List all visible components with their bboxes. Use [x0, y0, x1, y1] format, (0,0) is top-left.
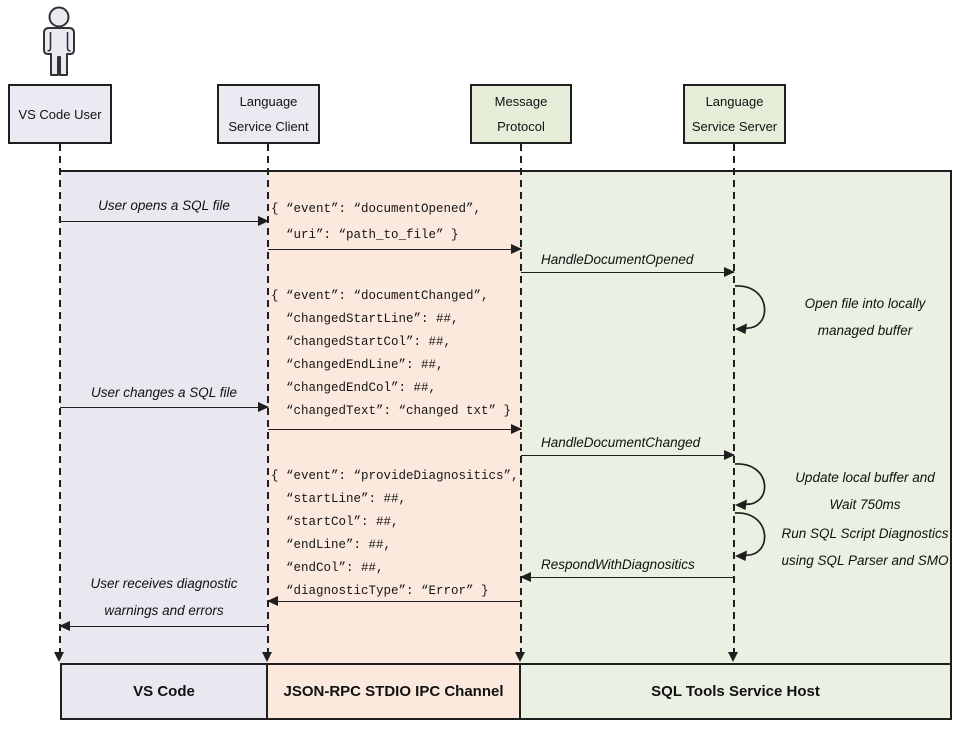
lane-ipc-channel	[268, 172, 521, 663]
lifeline-message-protocol	[520, 144, 522, 653]
footer-label: JSON-RPC STDIO IPC Channel	[283, 683, 504, 700]
message-arrow-respond-with-diagnostics	[520, 572, 734, 583]
arrowhead-right-icon	[511, 244, 522, 255]
note-update-buffer-wait: Update local buffer and Wait 750ms	[795, 470, 935, 512]
message-label-handle-document-opened: HandleDocumentOpened	[541, 252, 694, 267]
lane-service-host	[521, 172, 950, 663]
lifeline-language-service-server	[733, 144, 735, 653]
actor-label: Language Service Client	[228, 94, 309, 134]
arrowhead-right-icon	[724, 267, 735, 278]
lifeline-end-arrow-icon	[54, 652, 64, 662]
message-arrow-user-changes	[60, 402, 269, 413]
arrowhead-right-icon	[724, 450, 735, 461]
footer-label: VS Code	[133, 683, 195, 700]
arrowhead-right-icon	[511, 424, 522, 435]
message-arrow-handle-document-changed	[521, 450, 735, 461]
lifeline-end-arrow-icon	[262, 652, 272, 662]
footer-box-ipc-channel: JSON-RPC STDIO IPC Channel	[268, 663, 521, 720]
actor-box-message-protocol: Message Protocol	[470, 84, 572, 144]
message-arrow-user-opens	[60, 216, 269, 227]
lane-vscode	[60, 172, 268, 663]
actor-box-vscode-user: VS Code User	[8, 84, 112, 144]
actor-label: Message Protocol	[494, 94, 548, 134]
arrowhead-left-icon	[520, 572, 531, 583]
arrowhead-left-icon	[267, 596, 278, 607]
message-arrow-client-to-protocol	[268, 244, 522, 255]
footer-label: SQL Tools Service Host	[651, 683, 820, 700]
note-run-sql-diagnostics: Run SQL Script Diagnostics using SQL Par…	[781, 526, 949, 568]
person-icon	[43, 6, 75, 76]
self-loop-arrow-icon	[734, 463, 766, 510]
actor-label: VS Code User	[18, 106, 102, 122]
swimlane-container	[60, 170, 952, 663]
actor-label: Language Service Server	[691, 94, 778, 134]
message-arrow-handle-document-opened	[521, 267, 735, 278]
arrowhead-left-icon	[59, 621, 70, 632]
message-label-user-changes-sql-file: User changes a SQL file	[90, 385, 238, 400]
self-loop-arrow-icon	[734, 285, 766, 334]
message-label-user-receives-diagnostics: User receives diagnostic warnings and er…	[90, 576, 238, 618]
arrowhead-right-icon	[258, 402, 269, 413]
lifeline-vscode-user	[59, 144, 61, 653]
arrowhead-right-icon	[258, 216, 269, 227]
footer-box-service-host: SQL Tools Service Host	[521, 663, 952, 720]
message-label-handle-document-changed: HandleDocumentChanged	[541, 435, 701, 450]
actor-box-language-service-server: Language Service Server	[683, 84, 786, 144]
footer-box-vscode: VS Code	[60, 663, 268, 720]
lifeline-end-arrow-icon	[728, 652, 738, 662]
message-arrow-protocol-to-client	[267, 596, 521, 607]
note-open-file-buffer: Open file into locally managed buffer	[804, 296, 926, 338]
self-loop-arrow-icon	[734, 512, 766, 561]
json-payload-document-changed: { “event”: “documentChanged”, “changedSt…	[271, 289, 512, 418]
json-payload-provide-diagnostics: { “event”: “provideDiagnositics”, “start…	[271, 469, 519, 598]
actor-box-language-service-client: Language Service Client	[217, 84, 320, 144]
lifeline-end-arrow-icon	[515, 652, 525, 662]
message-arrow-client-to-protocol-2	[268, 424, 522, 435]
message-label-user-opens-sql-file: User opens a SQL file	[98, 198, 230, 213]
lifeline-language-service-client	[267, 144, 269, 653]
message-label-respond-with-diagnostics: RespondWithDiagnositics	[541, 557, 695, 572]
json-payload-document-opened: { “event”: “documentOpened”, “uri”: “pat…	[271, 202, 482, 242]
message-arrow-user-receives	[59, 621, 268, 632]
footer-row: VS Code JSON-RPC STDIO IPC Channel SQL T…	[60, 663, 952, 720]
